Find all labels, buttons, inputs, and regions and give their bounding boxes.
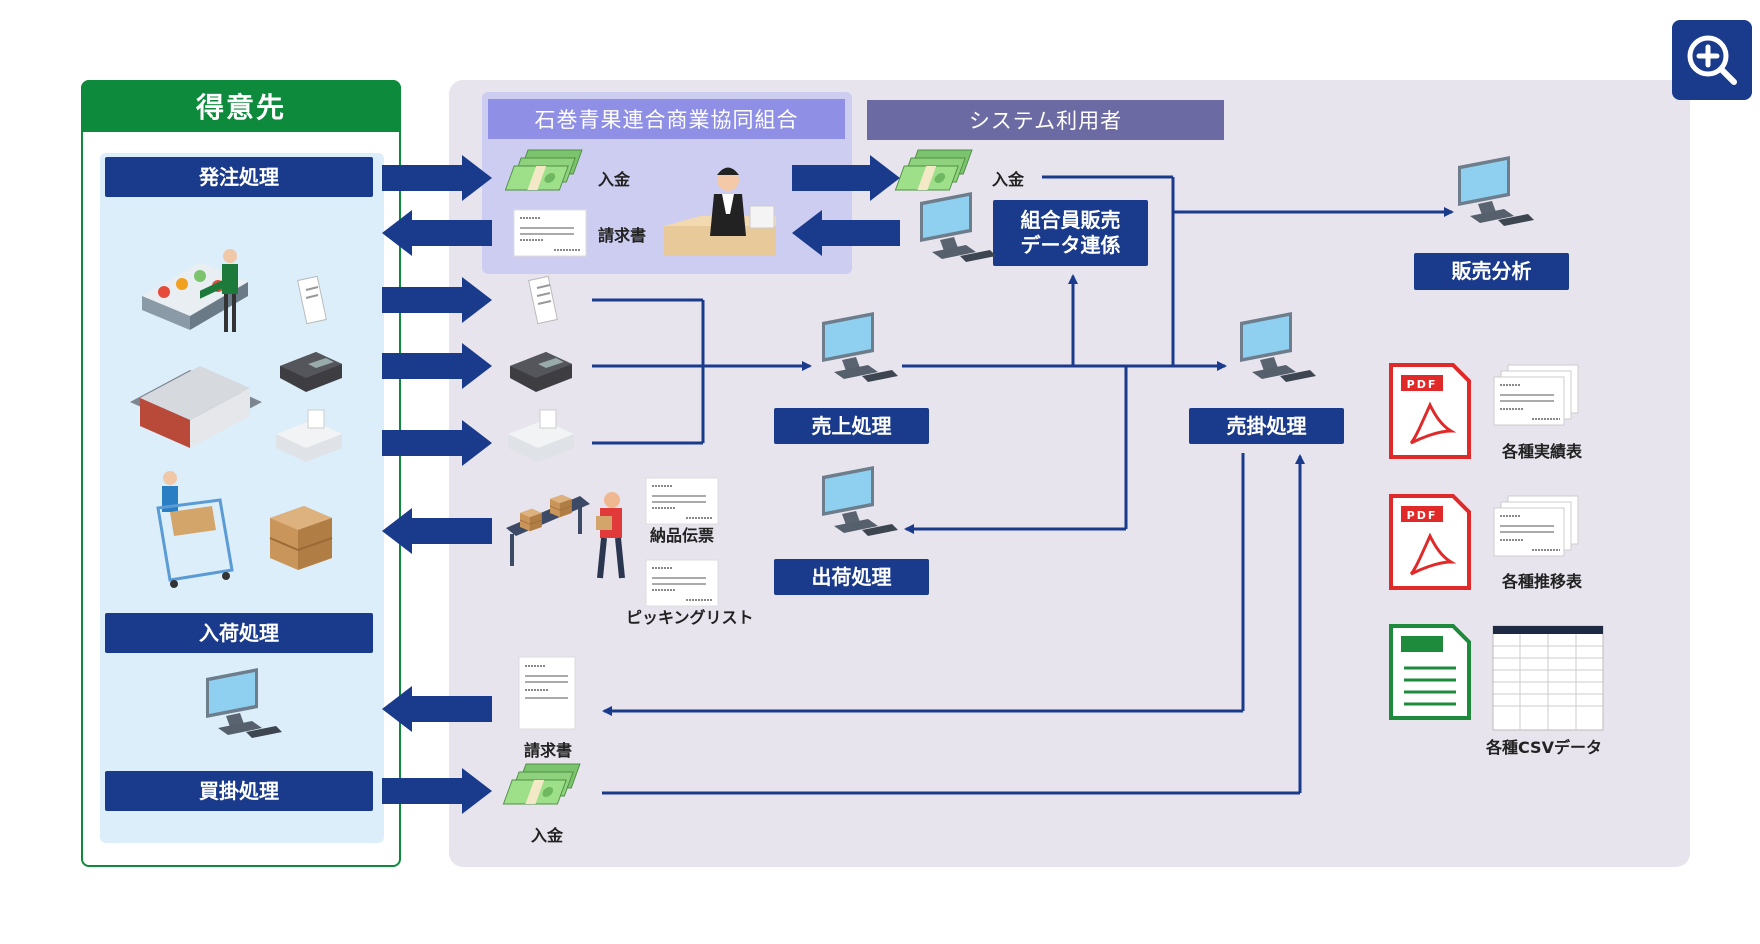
payment-label-1: 入金 <box>598 170 631 189</box>
order-sheet-icon <box>528 275 558 325</box>
delivery-slip-label: 納品伝票 <box>650 526 715 545</box>
payment-label-3: 入金 <box>531 826 564 845</box>
receivable-process-label: 売掛処理 <box>1189 408 1344 444</box>
zoom-in-icon <box>1687 35 1737 85</box>
csv-badge: CSV <box>1406 625 1438 639</box>
produce-stall-illustration <box>142 249 248 332</box>
customer-title: 得意先 <box>81 80 401 132</box>
member-sales-link-label: 組合員販売 データ連係 <box>993 200 1148 266</box>
invoice-label-2: 請求書 <box>524 741 573 760</box>
trend-table-label: 各種推移表 <box>1502 572 1583 591</box>
receiving-process-label: 入荷処理 <box>105 613 373 653</box>
purchase-payable-process-label: 買掛処理 <box>105 771 373 811</box>
conveyor-illustration <box>506 492 625 579</box>
block-arrows <box>382 155 900 814</box>
order-process-label: 発注処理 <box>105 157 373 197</box>
flow-lines <box>592 175 1454 795</box>
sales-analysis-label: 販売分析 <box>1414 253 1569 290</box>
payment-label-2: 入金 <box>992 170 1025 189</box>
order-sheet-icon-customer <box>297 275 327 325</box>
csv-data-label: 各種CSVデータ <box>1486 738 1602 757</box>
clerk-illustration <box>664 167 776 256</box>
sales-process-label: 売上処理 <box>774 408 929 444</box>
performance-table-label: 各種実績表 <box>1502 442 1583 461</box>
csv-file-icon <box>1389 624 1471 720</box>
picking-list-label: ピッキングリスト <box>626 608 754 627</box>
shipping-process-label: 出荷処理 <box>774 559 929 595</box>
zoom-button[interactable] <box>1672 20 1752 100</box>
system-user-title: システム利用者 <box>867 100 1224 140</box>
cart-worker-illustration <box>156 471 234 588</box>
shop-building-illustration <box>130 277 262 448</box>
spreadsheet-icon <box>1492 625 1604 731</box>
invoice-label-1: 請求書 <box>598 226 647 245</box>
coop-title: 石巻青果連合商業協同組合 <box>488 99 845 139</box>
invoice-doc-icon <box>518 656 576 730</box>
